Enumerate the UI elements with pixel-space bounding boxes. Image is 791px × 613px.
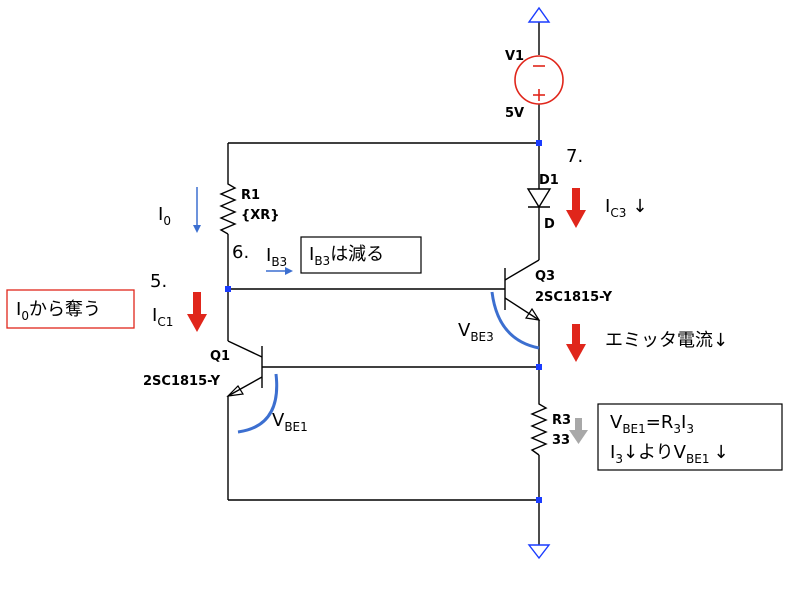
vdd-symbol	[527, 6, 551, 23]
ground-symbol	[527, 544, 551, 560]
q3-label: Q3	[535, 269, 555, 284]
steal-box	[6, 289, 135, 329]
d1-diode	[526, 188, 552, 209]
i0-arrow	[193, 187, 201, 233]
r3-resistor	[530, 400, 548, 456]
r1-label: R1	[241, 188, 260, 203]
q1-emitter	[227, 376, 263, 397]
node-top-right	[536, 140, 542, 146]
r1-value: {XR}	[241, 208, 280, 223]
d1-pin-label: D	[544, 217, 555, 232]
emitter-current-label: エミッタ電流↓	[605, 330, 728, 351]
ib3-decrease-box	[300, 236, 422, 274]
v1-circle	[514, 55, 564, 105]
wires	[227, 22, 540, 545]
steal-box-text: I0から奪う	[16, 299, 101, 323]
v1-value: 5V	[505, 106, 524, 121]
d1-triangle	[526, 188, 552, 209]
ic1-label: IC1	[152, 305, 173, 329]
vbe1-label: VBE1	[272, 410, 308, 434]
formula-line-2: I3↓よりVBE1↓	[610, 442, 729, 466]
q1-label: Q1	[210, 349, 230, 364]
node-q3-base	[225, 286, 231, 292]
ic3-arrow	[566, 188, 586, 228]
step-5-label: 5.	[150, 271, 167, 292]
ib3-decrease-text: IB3は減る	[309, 244, 384, 268]
r1-resistor	[219, 180, 237, 235]
q3-model: 2SC1815-Y	[535, 290, 613, 305]
ic1-arrow	[187, 292, 207, 332]
nodes	[225, 140, 542, 503]
ic3-label: IC3↓	[605, 196, 647, 220]
vbe3-arc	[490, 291, 540, 350]
vbe1-arc	[237, 373, 279, 434]
formula-line-1: VBE1=R3I3	[610, 412, 694, 436]
q1-emitter-arrow	[226, 385, 245, 397]
q3-emitter	[504, 297, 540, 321]
emitter-current-arrow	[566, 324, 586, 362]
q1-collector	[227, 340, 263, 358]
q3-transistor	[504, 259, 541, 321]
step-6-label: 6.	[232, 242, 249, 263]
q3-collector	[504, 259, 540, 281]
q3-emitter-arrow	[524, 307, 541, 321]
r3-label: R3	[552, 413, 571, 428]
q1-transistor	[226, 340, 263, 397]
ib3-label: IB3	[266, 245, 287, 269]
q1-model: 2SC1815-Y	[143, 374, 221, 389]
v1-label: V1	[505, 49, 524, 64]
r3-current-arrow	[569, 418, 588, 444]
r3-value: 33	[552, 433, 570, 448]
v1-source	[514, 55, 564, 105]
vbe3-label: VBE3	[458, 320, 494, 344]
i0-label: I0	[158, 204, 171, 228]
node-q1-base	[536, 364, 542, 370]
ib3-arrow	[266, 267, 293, 275]
d1-label: D1	[539, 173, 559, 188]
node-bottom-right	[536, 497, 542, 503]
step-7-label: 7.	[566, 146, 583, 167]
formula-box	[597, 403, 783, 471]
